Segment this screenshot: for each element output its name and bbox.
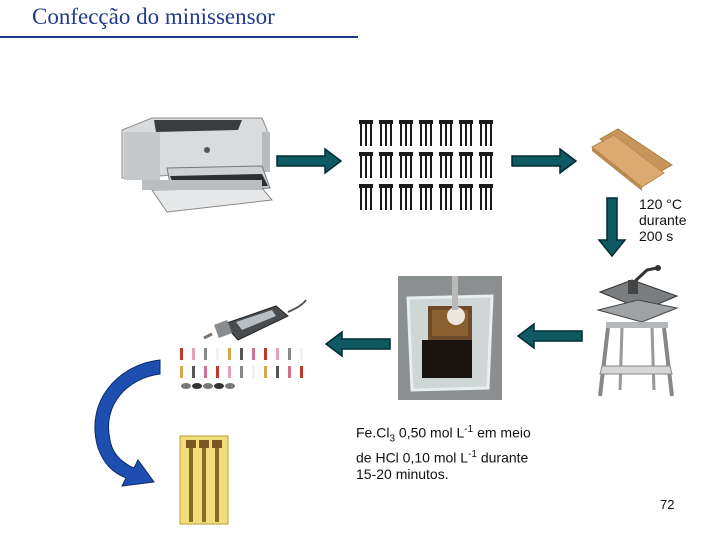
page-title: Confecção do minissensor xyxy=(32,4,275,29)
pattern-glyph xyxy=(459,120,473,146)
cutting-disc xyxy=(203,383,213,389)
tool-bit xyxy=(252,348,255,360)
heat-temp: 120 °C xyxy=(639,196,682,212)
heat-time: 200 s xyxy=(639,228,674,244)
cutting-disc xyxy=(192,383,202,389)
title-underline xyxy=(0,36,358,38)
tool-bit xyxy=(216,366,219,378)
pattern-glyph xyxy=(399,120,413,146)
tool-bit xyxy=(228,366,231,378)
arrow-right-icon xyxy=(511,147,578,175)
cutting-disc xyxy=(214,383,224,389)
etching-line-1: Fe.Cl3 0,50 mol L-1 em meio xyxy=(356,424,531,445)
transfer-paper-image xyxy=(591,128,673,191)
etching-bath-image xyxy=(398,276,502,400)
pattern-glyph xyxy=(439,152,453,178)
page-number: 72 xyxy=(660,497,675,512)
tool-bit xyxy=(216,348,219,360)
pattern-glyph xyxy=(359,120,373,146)
heat-press-image xyxy=(596,265,679,397)
pattern-glyph xyxy=(419,184,433,210)
pattern-glyph xyxy=(419,120,433,146)
tool-bit xyxy=(276,348,279,360)
tool-bit xyxy=(300,366,303,378)
tool-bit xyxy=(204,348,207,360)
tool-bit xyxy=(264,348,267,360)
pattern-glyph xyxy=(459,152,473,178)
tool-bit xyxy=(228,348,231,360)
pattern-glyph xyxy=(379,184,393,210)
rotary-tool-kit-image xyxy=(180,299,307,389)
tool-bit xyxy=(288,366,291,378)
pattern-glyph xyxy=(479,120,493,146)
arrow-right-icon xyxy=(276,147,343,175)
laser-printer-image xyxy=(121,117,273,213)
tool-bit xyxy=(192,348,195,360)
tool-bit xyxy=(240,348,243,360)
cutting-disc xyxy=(225,383,235,389)
cutting-disc xyxy=(181,383,191,389)
printed-pattern-image xyxy=(359,120,493,210)
etching-step-label: Fe.Cl3 0,50 mol L-1 em meio de HCl 0,10 … xyxy=(356,422,568,482)
pattern-glyph xyxy=(479,152,493,178)
tool-bit xyxy=(276,366,279,378)
pattern-glyph xyxy=(479,184,493,210)
heat-word: durante xyxy=(639,212,687,228)
tool-bit xyxy=(204,366,207,378)
pattern-glyph xyxy=(379,152,393,178)
pattern-glyph xyxy=(459,184,473,210)
tool-bit xyxy=(252,366,255,378)
etching-line-3: 15-20 minutos. xyxy=(356,466,449,483)
pattern-glyph xyxy=(399,184,413,210)
curved-arrow-icon xyxy=(94,359,161,487)
finished-sensor-image xyxy=(179,435,229,525)
tool-bit xyxy=(192,366,195,378)
pattern-glyph xyxy=(359,184,373,210)
tool-bit xyxy=(180,366,183,378)
pattern-glyph xyxy=(359,152,373,178)
pattern-glyph xyxy=(399,152,413,178)
etching-line-2: de HCl 0,10 mol L-1 durante xyxy=(356,449,529,467)
pattern-glyph xyxy=(439,120,453,146)
pattern-glyph xyxy=(379,120,393,146)
tool-bit xyxy=(288,348,291,360)
arrow-down-icon xyxy=(597,197,627,258)
pattern-glyph xyxy=(419,152,433,178)
tool-bit xyxy=(240,366,243,378)
pattern-glyph xyxy=(439,184,453,210)
heat-step-label: 120 °C durante 200 s xyxy=(639,196,686,244)
arrow-left-icon xyxy=(516,322,583,350)
tool-bit xyxy=(300,348,303,360)
tool-bit xyxy=(264,366,267,378)
tool-bit xyxy=(180,348,183,360)
arrow-left-icon xyxy=(324,330,391,358)
